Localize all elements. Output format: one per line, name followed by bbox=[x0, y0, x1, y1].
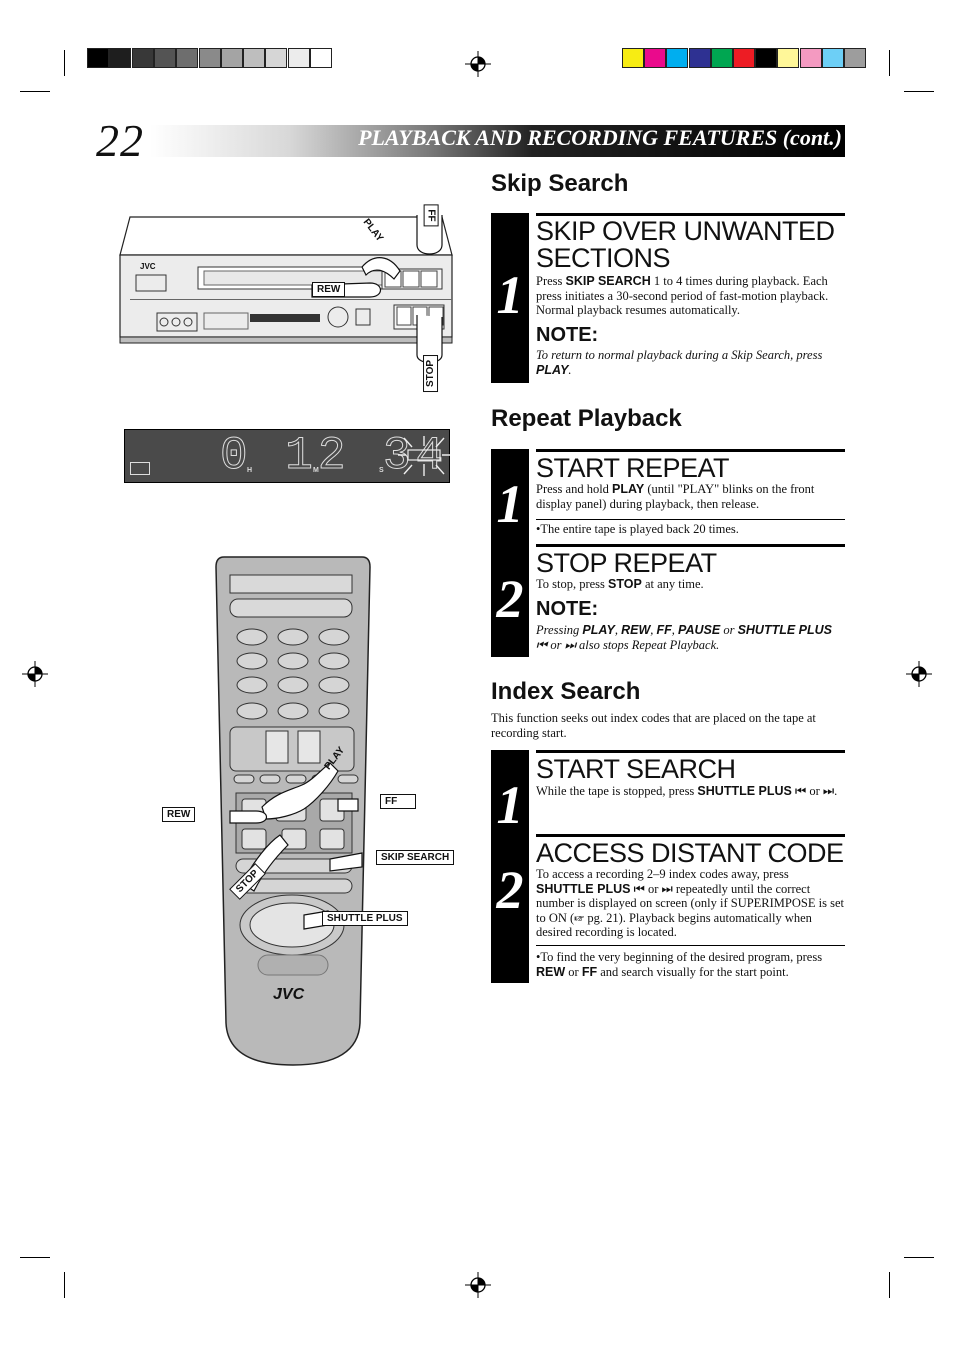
gray-swatch bbox=[176, 48, 199, 68]
gray-swatch bbox=[198, 48, 221, 68]
step-marker bbox=[491, 213, 529, 383]
step-number: 2 bbox=[496, 860, 524, 920]
note-body: To return to normal playback during a Sk… bbox=[536, 348, 823, 377]
color-swatch bbox=[733, 48, 755, 68]
crop-mark bbox=[904, 1257, 934, 1258]
color-swatch bbox=[644, 48, 667, 68]
remote-rew-label: REW bbox=[162, 807, 196, 822]
step-marker bbox=[491, 750, 529, 983]
page-title: PLAYBACK AND RECORDING FEATURES (cont.) bbox=[358, 125, 842, 150]
bullet-text: •To find the very beginning of the desir… bbox=[536, 950, 823, 979]
registration-mark-icon bbox=[906, 661, 932, 687]
vcr-rew-label: REW bbox=[312, 282, 346, 297]
header-bar bbox=[150, 125, 845, 157]
color-swatch bbox=[844, 48, 866, 68]
divider bbox=[536, 945, 845, 946]
color-swatch bbox=[688, 48, 711, 68]
step-title: START REPEAT bbox=[536, 453, 730, 483]
crop-mark bbox=[20, 1257, 50, 1258]
crop-mark bbox=[889, 1272, 890, 1298]
index-intro: This function seeks out index codes that… bbox=[491, 711, 816, 740]
gray-swatch bbox=[87, 48, 109, 68]
remote-control-illustration bbox=[215, 556, 371, 1066]
color-swatch bbox=[622, 48, 644, 68]
gray-swatch bbox=[287, 48, 310, 68]
step-number: 1 bbox=[496, 775, 524, 835]
color-swatch bbox=[799, 48, 822, 68]
crop-mark bbox=[64, 50, 65, 76]
registration-mark-icon bbox=[465, 51, 491, 77]
gray-swatch bbox=[153, 48, 176, 68]
step-rule bbox=[536, 750, 845, 753]
color-swatch bbox=[777, 48, 800, 68]
color-swatch bbox=[666, 48, 689, 68]
color-swatch bbox=[710, 48, 733, 68]
registration-mark-icon bbox=[22, 661, 48, 687]
remote-skip-search-label: SKIP SEARCH bbox=[376, 850, 455, 865]
step-number: 1 bbox=[496, 265, 524, 325]
step-rule bbox=[536, 449, 845, 452]
display-h: H bbox=[247, 467, 253, 474]
skip-search-heading: Skip Search bbox=[491, 170, 629, 197]
step-title: ACCESS DISTANT CODE bbox=[536, 838, 844, 868]
cassette-icon bbox=[130, 462, 150, 475]
vcr-illustration bbox=[119, 215, 453, 364]
vcr-brand-logo: JVC bbox=[140, 262, 156, 271]
step-title: START SEARCH bbox=[536, 754, 736, 784]
bullet-text: •The entire tape is played back 20 times… bbox=[536, 522, 739, 536]
gray-swatch bbox=[131, 48, 154, 68]
step-marker bbox=[491, 449, 529, 657]
crop-mark bbox=[889, 50, 890, 76]
note-body: Pressing PLAY, REW, FF, PAUSE or SHUTTLE… bbox=[536, 623, 833, 652]
note-label: NOTE: bbox=[536, 324, 599, 346]
remote-shuttle-plus-label: SHUTTLE PLUS bbox=[322, 911, 408, 926]
step-rule bbox=[536, 834, 845, 837]
color-swatch bbox=[821, 48, 844, 68]
display-digits: 0 12 34 bbox=[219, 430, 449, 483]
step-body: Press and hold PLAY (until "PLAY" blinks… bbox=[536, 482, 815, 511]
gray-swatch bbox=[243, 48, 266, 68]
step-rule bbox=[536, 544, 845, 547]
color-swatch bbox=[755, 48, 778, 68]
divider bbox=[536, 519, 845, 520]
remote-brand-logo: JVC bbox=[273, 986, 305, 1003]
step-body: To stop, press STOP at any time. bbox=[536, 577, 704, 591]
gray-swatch bbox=[310, 48, 332, 68]
crop-mark bbox=[20, 91, 50, 92]
step-number: 2 bbox=[496, 569, 524, 629]
gray-swatch bbox=[220, 48, 243, 68]
step-rule bbox=[536, 213, 845, 216]
step-number: 1 bbox=[496, 474, 524, 534]
crop-mark bbox=[904, 91, 934, 92]
blinking-indicator-icon bbox=[398, 436, 450, 476]
gray-swatch bbox=[109, 48, 132, 68]
step-body: Press SKIP SEARCH 1 to 4 times during pl… bbox=[536, 274, 829, 318]
repeat-playback-heading: Repeat Playback bbox=[491, 405, 682, 432]
step-title: STOP REPEAT bbox=[536, 548, 717, 578]
display-m: M bbox=[313, 467, 319, 474]
display-s: S bbox=[379, 467, 384, 474]
index-search-heading: Index Search bbox=[491, 678, 641, 705]
step-body: To access a recording 2–9 index codes aw… bbox=[536, 867, 844, 940]
remote-ff-label: FF bbox=[380, 794, 416, 809]
note-label: NOTE: bbox=[536, 598, 599, 620]
crop-mark bbox=[64, 1272, 65, 1298]
vcr-ff-label: FF bbox=[423, 204, 439, 227]
front-display-panel bbox=[124, 429, 450, 483]
page-number: 22 bbox=[96, 115, 144, 166]
gray-swatch bbox=[265, 48, 288, 68]
vcr-stop-label: STOP bbox=[423, 354, 439, 393]
step-body: While the tape is stopped, press SHUTTLE… bbox=[536, 784, 838, 798]
registration-mark-icon bbox=[465, 1272, 491, 1298]
